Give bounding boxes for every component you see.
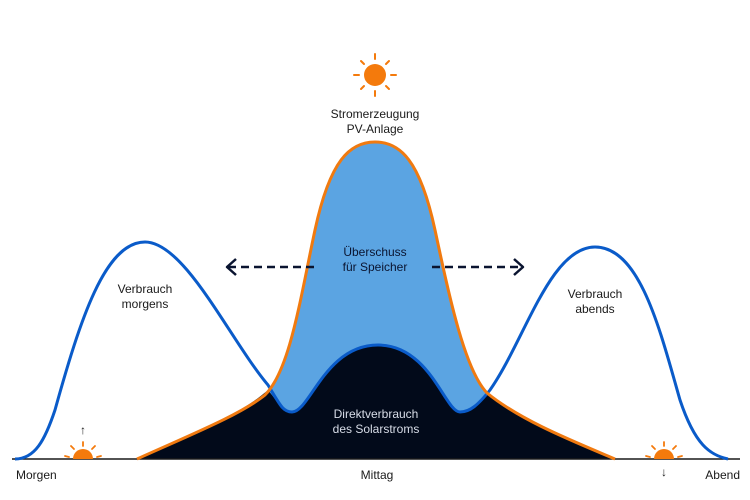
morning-consumption-line1: Verbrauch	[118, 282, 173, 296]
axis-label-morning: Morgen	[16, 468, 57, 482]
evening-consumption-line2: abends	[575, 302, 614, 316]
direct-consumption-line1: Direktverbrauch	[334, 407, 419, 421]
consumption-curve	[14, 240, 729, 461]
sunset-arrow-icon: ↓	[661, 465, 667, 479]
surplus-area	[137, 142, 615, 459]
pv-label-line2: PV-Anlage	[347, 122, 404, 136]
direct-consumption-line2: des Solarstroms	[333, 422, 420, 436]
sun-icon	[353, 53, 397, 97]
axis-label-evening: Abend	[705, 468, 740, 482]
pv-label-line1: Stromerzeugung	[331, 107, 420, 121]
direct-consumption-area	[137, 345, 615, 459]
surplus-label-line1: Überschuss	[343, 245, 406, 259]
sunrise-icon	[64, 441, 102, 459]
arrow-right-icon	[432, 258, 525, 276]
axis-label-noon: Mittag	[361, 468, 394, 482]
arrow-left-icon	[225, 258, 318, 276]
morning-consumption-line2: morgens	[122, 297, 169, 311]
sunset-icon	[645, 441, 683, 459]
evening-consumption-line1: Verbrauch	[568, 287, 623, 301]
pv-generation-curve	[136, 140, 616, 461]
surplus-label-line2: für Speicher	[343, 260, 408, 274]
sunrise-arrow-icon: ↑	[80, 423, 86, 437]
